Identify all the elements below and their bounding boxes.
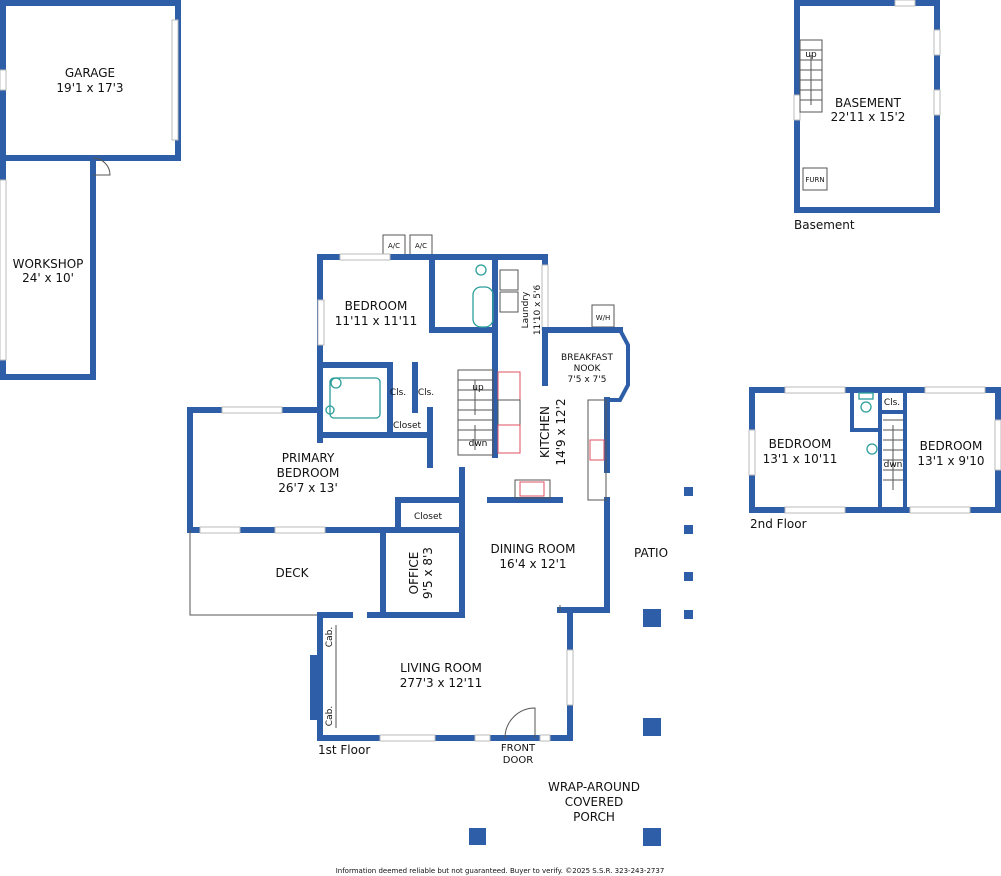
closet-label: Cls. (418, 388, 434, 398)
patio-label: PATIO (634, 546, 668, 560)
breakfast-nook-label: BREAKFAST (561, 353, 613, 363)
porch-label: PORCH (573, 810, 615, 824)
basement-plan: up FURN BASEMENT 22'11 x 15'2 Basement (793, 0, 941, 232)
front-door-label: DOOR (503, 755, 533, 766)
bedroom-2b-label: BEDROOM (920, 439, 983, 453)
bedroom-2a-label: BEDROOM (769, 437, 832, 451)
workshop-label: WORKSHOP (13, 257, 84, 271)
living-room-dims: 277'3 x 12'11 (400, 676, 482, 690)
second-floor-plan: dwn Cls. BEDROOM 13'1 x 10'11 BEDROOM 13… (748, 386, 1001, 531)
stairs: up (799, 39, 823, 113)
bedroom-2a-dims: 13'1 x 10'11 (763, 452, 838, 466)
stairs-down-label: dwn (469, 439, 488, 449)
water-heater-label: W/H (596, 314, 611, 322)
primary-bedroom-label: PRIMARY (282, 451, 335, 465)
dining-room-label: DINING ROOM (491, 542, 576, 556)
kitchen-label: KITCHEN (538, 406, 552, 458)
primary-bedroom-label: BEDROOM (277, 466, 340, 480)
stairs-up-label: up (472, 383, 484, 393)
porch-posts (469, 487, 693, 846)
bedroom-2b-dims: 13'1 x 9'10 (917, 454, 984, 468)
garage-dims: 19'1 x 17'3 (56, 81, 123, 95)
office-label: OFFICE (407, 552, 421, 595)
living-room-label: LIVING ROOM (400, 661, 482, 675)
ac-label: A/C (388, 242, 400, 250)
workshop-dims: 24' x 10' (22, 271, 74, 285)
closet-label: Cls. (390, 388, 406, 398)
cabinet-label: Cab. (325, 627, 335, 647)
basement-floor-label: Basement (794, 218, 855, 232)
cabinet-label: Cab. (325, 706, 335, 726)
bedroom-1-dims: 11'11 x 11'11 (335, 314, 417, 328)
closet-label: Cls. (884, 398, 900, 408)
deck-label: DECK (275, 566, 309, 580)
basement-label: BASEMENT (835, 96, 902, 110)
furnace-label: FURN (805, 176, 824, 184)
garage-workshop: GARAGE 19'1 x 17'3 WORKSHOP 24' x 10' (0, 0, 181, 380)
closet-label: Closet (414, 512, 443, 522)
closet-label: Closet (393, 421, 422, 431)
stairs-down-label: dwn (884, 460, 903, 470)
primary-bedroom-dims: 26'7 x 13' (278, 481, 338, 495)
kitchen-dims: 14'9 x 12'2 (554, 398, 568, 465)
porch-label: WRAP-AROUND (548, 780, 640, 794)
bedroom-1-label: BEDROOM (345, 299, 408, 313)
first-floor-plan: A/C A/C W/H up dwn Cls. Cls. Closet C (187, 234, 693, 846)
stairs-up-label: up (805, 50, 817, 60)
laundry-dims: 11'10 x 5'6 (533, 285, 543, 336)
porch-label: COVERED (565, 795, 624, 809)
breakfast-nook-dims: 7'5 x 7'5 (568, 375, 607, 385)
front-door-label: FRONT (501, 743, 536, 754)
basement-dims: 22'11 x 15'2 (831, 110, 906, 124)
laundry-label: Laundry (521, 291, 531, 328)
garage-label: GARAGE (65, 66, 115, 80)
footer-disclaimer: Information deemed reliable but not guar… (336, 867, 665, 875)
breakfast-nook-label: NOOK (574, 364, 602, 374)
office-dims: 9'5 x 8'3 (421, 547, 435, 599)
second-floor-label: 2nd Floor (750, 517, 807, 531)
first-floor-label: 1st Floor (318, 743, 370, 757)
dining-room-dims: 16'4 x 12'1 (499, 557, 566, 571)
ac-label: A/C (415, 242, 427, 250)
